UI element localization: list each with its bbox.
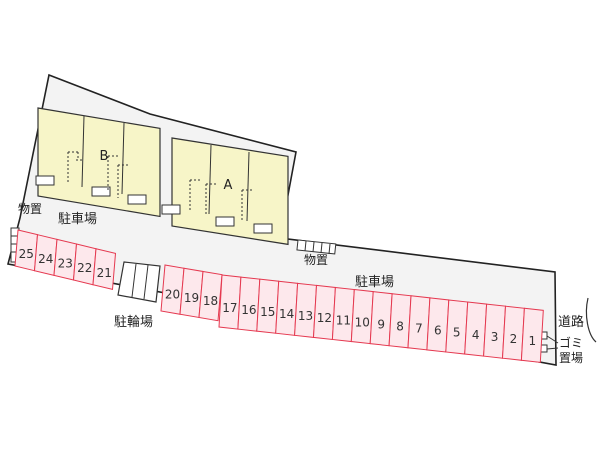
parking-stall-number: 2 (510, 332, 518, 346)
parking-stall-number: 24 (38, 252, 53, 266)
parking-stall-number: 23 (58, 257, 73, 271)
road-label: 道路 (558, 314, 584, 330)
parking-stall-number: 21 (97, 266, 112, 280)
parking-stall-number: 1 (529, 334, 537, 348)
parking-stall-number: 5 (453, 326, 461, 340)
building-a-label: A (224, 178, 233, 193)
parking-stall-number: 14 (279, 307, 294, 321)
parking-stall-number: 12 (317, 311, 332, 325)
parking-stall-number: 15 (260, 305, 275, 319)
garbage-label-line2: 置場 (559, 351, 583, 365)
parking-stall-number: 10 (355, 315, 370, 329)
building-a: A (161, 137, 289, 246)
parking-stalls-middle: 20 19 18 (160, 264, 223, 322)
parking-stall-number: 19 (184, 291, 199, 305)
building-b-label: B (100, 149, 109, 164)
parking-stall-number: 3 (491, 330, 499, 344)
storage-center-label: 物置 (304, 253, 328, 267)
parking-stall-number: 4 (472, 328, 480, 342)
parking-stall-number: 20 (165, 288, 180, 302)
parking-stall-number: 25 (19, 247, 34, 261)
parking-stall (92, 248, 117, 291)
parking-stall-number: 13 (298, 309, 313, 323)
parking-right-label: 駐車場 (355, 275, 394, 290)
parking-stall-number: 8 (396, 319, 404, 333)
parking-stall (198, 270, 223, 322)
parking-stall (520, 307, 544, 363)
parking-stall-number: 17 (222, 301, 237, 315)
parking-stall-number: 11 (336, 313, 351, 327)
parking-stall-number: 16 (241, 303, 256, 317)
garbage-label-line1: ゴミ (559, 335, 583, 350)
building-b: B (35, 107, 161, 218)
storage-left-label: 物置 (18, 202, 42, 216)
parking-stall-number: 22 (77, 261, 92, 275)
road-edge (585, 297, 597, 343)
storage-shed-center (296, 239, 337, 255)
parking-stall-number: 7 (415, 322, 423, 336)
parking-stall-number: 9 (377, 317, 385, 331)
parking-left-label: 駐車場 (58, 212, 97, 227)
parking-stalls-left: 25 24 23 22 21 (14, 229, 117, 291)
bicycle-parking (117, 261, 161, 303)
parking-stall-number: 6 (434, 324, 442, 338)
parking-stall-number: 18 (203, 294, 218, 308)
bicycle-parking-label: 駐輪場 (114, 314, 153, 330)
